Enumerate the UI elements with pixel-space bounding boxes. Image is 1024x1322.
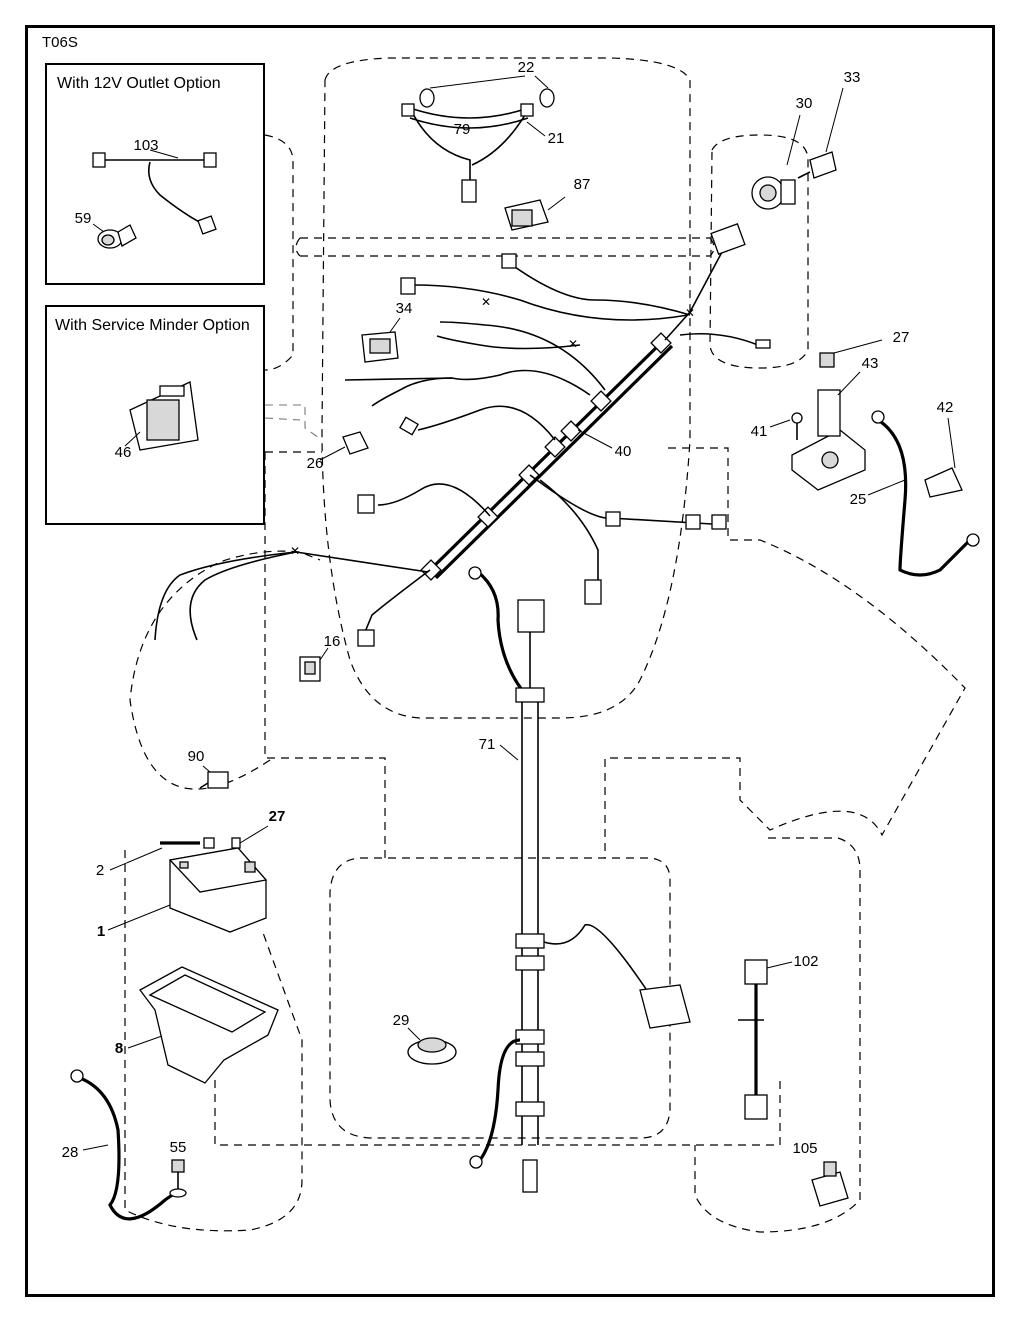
relay-87 (504, 196, 566, 231)
callout-55: 55 (170, 1139, 187, 1156)
option-box-title: With 12V Outlet Option (57, 75, 221, 92)
svg-text:✕: ✕ (481, 295, 491, 309)
option-box-service-minder: With Service Minder Option (45, 305, 265, 525)
callout-42: 42 (937, 399, 954, 416)
hood-outline (321, 57, 691, 719)
diagram-frame (25, 25, 995, 1297)
left-steering-outline (129, 550, 321, 790)
callout-21: 21 (548, 130, 565, 147)
callout-16: 16 (324, 633, 341, 650)
nut-27 (819, 339, 883, 368)
ignition-switch-30 (751, 114, 801, 210)
seat-switch-16 (299, 647, 329, 682)
solenoid-43 (791, 371, 866, 491)
callout-29: 29 (393, 1012, 410, 1029)
right-rear-wheel-outline (694, 837, 861, 1233)
harness-102 (738, 959, 793, 1120)
battery-bolt-2 (109, 825, 269, 871)
callout-1: 1 (97, 923, 105, 940)
harness-71 (468, 566, 691, 1193)
diagram-code: T06S (42, 34, 78, 51)
fuse-26 (319, 431, 369, 461)
svg-text:✕: ✕ (290, 544, 300, 558)
fuel-solenoid-105 (811, 1161, 849, 1207)
console-outline (264, 404, 323, 441)
terminal-boot-42 (924, 417, 963, 498)
callout-26: 26 (307, 455, 324, 472)
headlight-harness (401, 75, 555, 203)
callout-34: 34 (396, 300, 413, 317)
left-fender-outline (264, 134, 294, 371)
callout-43: 43 (862, 355, 879, 372)
callout-30: 30 (796, 95, 813, 112)
option-box-12v-outlet: With 12V Outlet Option (45, 63, 265, 285)
option-box-title: With Service Minder Option (55, 317, 250, 334)
battery-tray-8 (127, 966, 279, 1084)
callout-27-battery: 27 (269, 808, 286, 825)
switch-34 (361, 317, 401, 363)
right-frame-outline (604, 447, 966, 858)
ignition-key-33 (797, 87, 844, 179)
callout-8: 8 (115, 1040, 123, 1057)
callout-79: 79 (454, 121, 471, 138)
svg-text:✕: ✕ (568, 337, 578, 351)
callout-41: 41 (751, 423, 768, 440)
callout-90: 90 (188, 748, 205, 765)
hour-meter-29 (407, 1027, 457, 1065)
left-frame-outline (264, 451, 386, 858)
seat-area-outline (329, 857, 671, 1139)
callout-33: 33 (844, 69, 861, 86)
callout-71: 71 (479, 736, 496, 753)
callout-28: 28 (62, 1144, 79, 1161)
rear-frame-outline (214, 1080, 781, 1146)
svg-text:✕: ✕ (685, 306, 695, 320)
callout-22: 22 (518, 59, 535, 76)
bolt-55 (169, 1159, 187, 1198)
callout-25: 25 (850, 491, 867, 508)
callout-105: 105 (792, 1140, 817, 1157)
battery-1 (107, 847, 268, 933)
bolt-41 (769, 412, 803, 440)
cable-25 (867, 410, 980, 577)
callout-87: 87 (574, 176, 591, 193)
left-rear-wheel-outline (124, 850, 303, 1232)
callout-27-solenoid: 27 (893, 329, 910, 346)
callout-2: 2 (96, 862, 104, 879)
ground-cable-28 (70, 1069, 176, 1221)
plug-90 (199, 765, 229, 789)
callout-102: 102 (793, 953, 818, 970)
callout-40: 40 (615, 443, 632, 460)
main-harness-40: ✕ ✕ ✕ ✕ (154, 223, 771, 647)
